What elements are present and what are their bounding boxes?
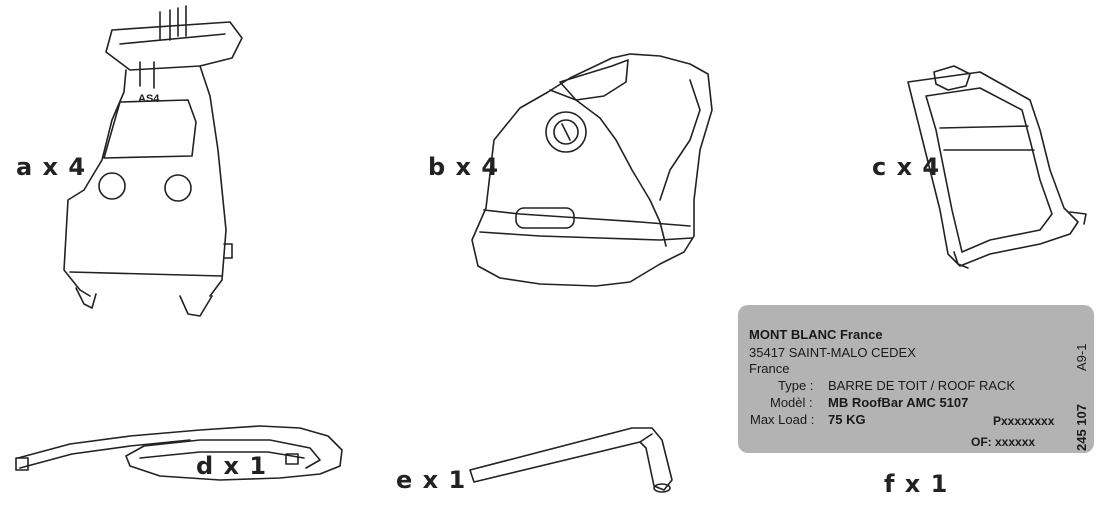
plate-type-value: BARRE DE TOIT / ROOF RACK — [828, 378, 1016, 393]
part-d-label: d x 1 — [196, 452, 268, 480]
plate-model-label: Modèl : — [770, 395, 813, 410]
foot-cover-b — [471, 53, 713, 287]
part-b-label: b x 4 — [428, 153, 500, 181]
seal-strip-d — [15, 425, 343, 481]
plate-country: France — [749, 361, 790, 376]
plate-type-label: Type : — [778, 378, 814, 393]
plate-of: OF: xxxxxx — [971, 435, 1036, 449]
plate-company: MONT BLANC France — [749, 327, 883, 342]
plate-load-value: 75 KG — [828, 412, 866, 427]
plate-load-label: Max Load : — [750, 412, 815, 427]
rubber-pad-c — [907, 65, 1087, 269]
part-e-label: e x 1 — [396, 466, 467, 494]
plate-address: 35417 SAINT-MALO CEDEX — [749, 345, 916, 360]
part-f-label: f x 1 — [884, 470, 949, 498]
foot-bracket-a — [63, 5, 243, 317]
plate-serial: Pxxxxxxxx — [993, 414, 1055, 428]
plate-model-value: MB RoofBar AMC 5107 — [828, 395, 969, 410]
allen-key-e — [469, 427, 673, 493]
id-plate-f: MONT BLANC France 35417 SAINT-MALO CEDEX… — [738, 305, 1094, 453]
part-a-label: a x 4 — [16, 153, 87, 181]
plate-code-bottom: 245 107 — [1074, 404, 1089, 451]
bracket-marking: AS4 — [138, 93, 160, 105]
plate-code-top: A9-1 — [1074, 343, 1089, 371]
part-c-label: c x 4 — [872, 153, 941, 181]
